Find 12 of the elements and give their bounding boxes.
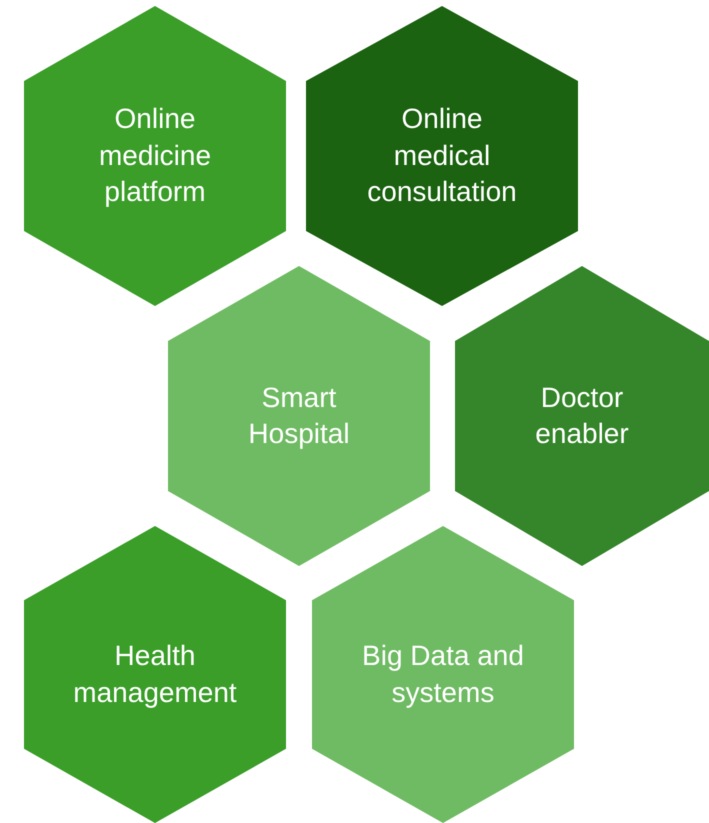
hexagon-tile	[168, 266, 430, 566]
tile-label: Big Data and systems	[361, 639, 525, 710]
tile-label: Doctor enabler	[534, 380, 630, 451]
hexagon-tile	[306, 6, 578, 306]
tile-label: Smart Hospital	[247, 380, 351, 451]
hexagon-tile	[455, 266, 709, 566]
tile-label: Health management	[72, 639, 238, 710]
hexagon-tile	[312, 526, 574, 823]
hexagon-tile	[24, 526, 286, 823]
tile-label: Online medicine platform	[98, 102, 212, 210]
hexagon-tile	[24, 6, 286, 306]
tile-label: Online medical consultation	[366, 102, 518, 210]
